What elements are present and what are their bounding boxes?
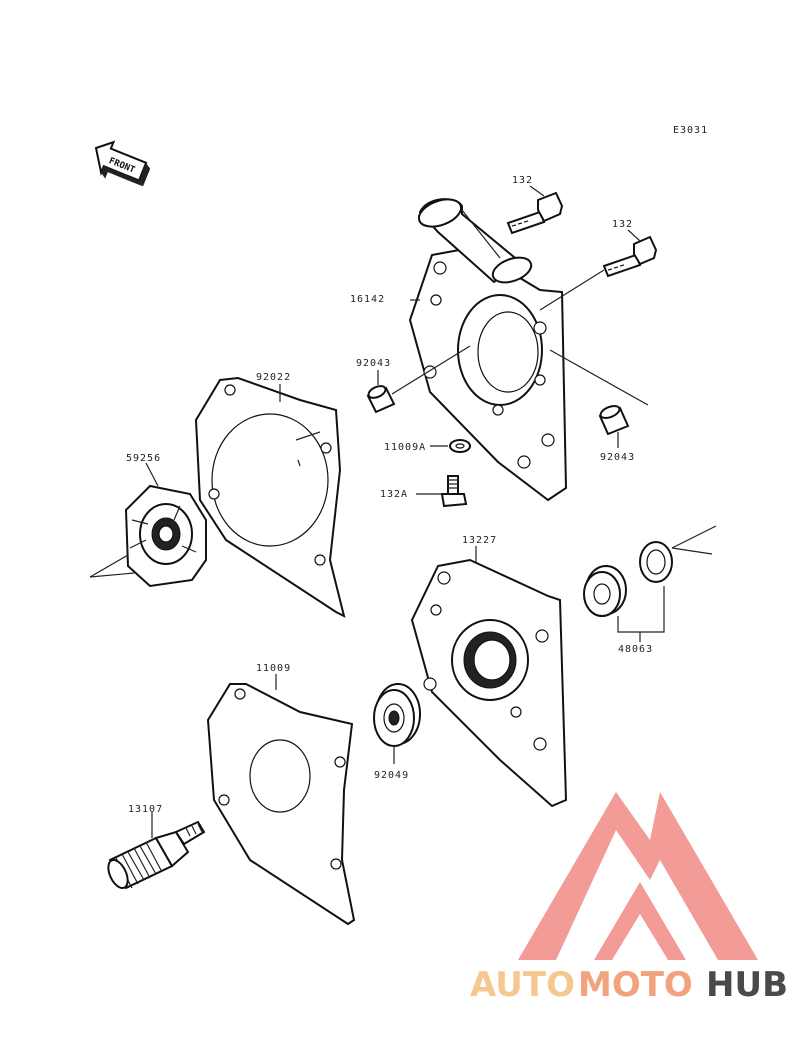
label-11009: 11009 (256, 663, 291, 674)
label-11009a: 92022 (256, 372, 291, 383)
watermark-auto: AUTO (470, 965, 575, 1005)
label-132-right: 132 (612, 219, 633, 230)
label-92022: 11009A (384, 442, 426, 453)
front-arrow-icon: FRONT (94, 140, 151, 187)
label-13107: 13107 (128, 804, 163, 815)
label-92043-left: 92043 (356, 358, 391, 369)
label-48063: 48063 (618, 644, 653, 655)
seal-48063 (583, 525, 717, 642)
seal-92049 (373, 683, 421, 764)
label-92043-right: 92043 (600, 452, 635, 463)
diagram-code: E3031 (673, 125, 708, 136)
label-132-top: 132 (512, 175, 533, 186)
label-13227: 13227 (462, 535, 497, 546)
housing-13227 (410, 546, 568, 808)
watermark-hub: HUB (706, 965, 788, 1005)
label-16142: 16142 (350, 294, 385, 305)
cover-16142 (408, 198, 649, 502)
label-59256: 59256 (126, 453, 161, 464)
impeller-59256 (89, 462, 207, 588)
bolt-132-right (602, 229, 658, 278)
label-92049: 92049 (374, 770, 409, 781)
watermark-moto: MOTO (578, 965, 693, 1005)
automotohub-logo (518, 792, 758, 960)
dowel-92043-right (598, 405, 630, 448)
shaft-13107 (107, 812, 206, 890)
bolt-132a (416, 475, 468, 508)
label-132a: 132A (380, 489, 408, 500)
gasket-11009 (206, 674, 356, 926)
gasket-11009a (194, 376, 346, 618)
washer-92022 (430, 439, 471, 453)
dowel-92043-left (366, 345, 471, 414)
bolt-132-top (506, 185, 564, 235)
